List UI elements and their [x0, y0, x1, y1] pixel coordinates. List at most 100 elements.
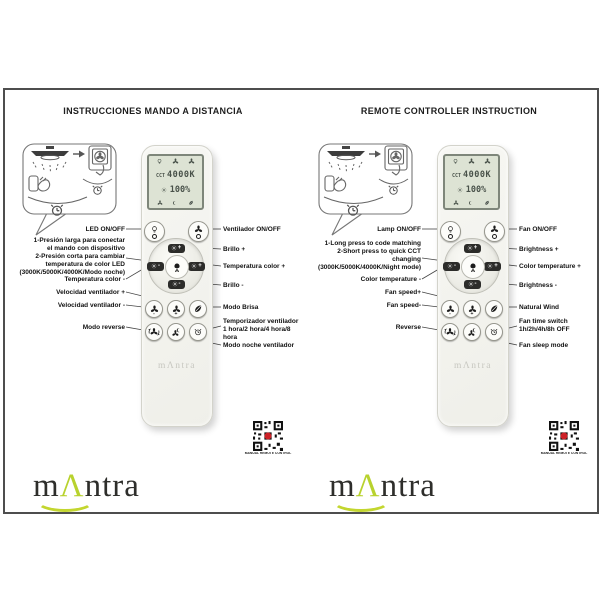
fan-icon: [453, 200, 459, 206]
lcd-cct-value: 4000K: [166, 170, 196, 180]
power-dot: [196, 233, 201, 239]
plus-sign: +: [198, 263, 202, 269]
fan-onoff-button: [484, 221, 505, 242]
breeze-mode-button: [485, 300, 503, 318]
label-brightness-minus: Brightness -: [519, 281, 557, 289]
label-fan-timer: Fan time switch 1h/2h/4h/8h OFF: [519, 317, 570, 333]
label-cct-minus: Temperatura color -: [64, 275, 125, 283]
led-onoff-button: [144, 221, 165, 242]
minus-sign: -: [454, 263, 456, 269]
fan-icon: [187, 158, 195, 164]
direction-pad: + - - +: [147, 238, 205, 294]
brightness-plus-button: +: [463, 243, 481, 253]
pairing-button: [461, 255, 485, 279]
hand-remote-icon: [28, 175, 51, 192]
arrow-icon: [369, 150, 381, 158]
brace-small: [378, 178, 409, 185]
leaf-icon: [490, 305, 498, 313]
breeze-mode-button: [189, 300, 207, 318]
lcd-cct-label: CCT: [155, 173, 165, 179]
lcd-brightness-value: 100%: [465, 185, 487, 195]
fan-moon-icon: [467, 327, 478, 338]
minus-sign: -: [158, 263, 160, 269]
remote-control: CCT 4000K 100%: [437, 145, 509, 427]
power-dot: [152, 233, 157, 239]
lcd-status-icons: [448, 200, 495, 206]
logo-arc: [36, 490, 94, 512]
leaf-icon: [485, 200, 490, 205]
lcd-brightness-value: 100%: [169, 185, 191, 195]
fan-icon: [468, 158, 475, 164]
leaf-icon: [189, 200, 194, 205]
cct-plus-button: +: [484, 261, 501, 271]
panel-title-en: REMOTE CONTROLLER INSTRUCTION: [360, 106, 538, 116]
label-fan-timer: Temporizador ventilador 1 hora/2 hora/4 …: [223, 317, 299, 341]
reverse-button: [441, 323, 459, 341]
timer-icon: [194, 328, 202, 336]
ceiling-fan-icon: [327, 146, 365, 161]
wall-switch-icon: [88, 145, 112, 176]
plus-sign: +: [177, 245, 182, 251]
cct-minus-button: -: [147, 261, 164, 271]
sun-icon: [171, 281, 178, 287]
fan-night-mode-button: [167, 323, 185, 341]
fan-moon-icon: [171, 327, 182, 338]
label-lamp-onoff: Lamp ON/OFF: [377, 225, 421, 233]
label-pairing-instructions: 1-Long press to code matching 2-Short pr…: [318, 240, 421, 271]
fan-timer-button: [485, 323, 503, 341]
panel-english: REMOTE CONTROLLER INSTRUCTION: [301, 90, 597, 512]
fan-onoff-button: [188, 221, 209, 242]
ceiling-fan-icon: [31, 146, 69, 161]
label-natural-wind: Natural Wind: [519, 303, 560, 311]
sun-icon: [447, 263, 453, 269]
label-brightness-plus: Brillo +: [223, 245, 246, 253]
label-fan-night-mode: Modo noche ventilador: [223, 341, 295, 349]
fan-reverse-icon: [444, 326, 456, 338]
qr-code-icon: [253, 421, 283, 451]
qr-code-icon: [549, 421, 579, 451]
sheet-frame: INSTRUCCIONES MANDO A DISTANCIA: [3, 88, 599, 514]
brace-small: [82, 178, 113, 185]
label-cct-minus: Color temperature -: [360, 275, 421, 283]
wall-switch-icon: [384, 145, 408, 176]
leaf-icon: [194, 305, 202, 313]
sun-icon: [487, 263, 493, 269]
lamp-icon: [448, 225, 453, 232]
logo-letters-ntra: ntra: [84, 468, 140, 504]
plus-sign: +: [470, 311, 474, 317]
cct-plus-button: +: [188, 261, 205, 271]
fan-reverse-icon: [148, 326, 160, 338]
label-fan-sleep-mode: Fan sleep mode: [519, 341, 569, 349]
fan-icon: [194, 225, 203, 233]
plus-sign: +: [473, 245, 478, 251]
label-fan-speed-plus: Velocidad ventilador +: [56, 288, 125, 296]
label-fan-onoff: Ventilador ON/OFF: [223, 225, 281, 233]
minus-sign: -: [474, 281, 477, 287]
label-reverse: Reverse: [395, 323, 421, 331]
pairing-illustration: [318, 143, 413, 236]
label-reverse: Modo reverse: [82, 323, 125, 331]
brightness-plus-button: +: [167, 243, 185, 253]
lcd-cct-value: 4000K: [462, 170, 492, 180]
qr-caption: MANUAL REMOTE CONTROL: [540, 452, 588, 456]
qr-caption: MANUAL REMOTE CONTROL: [244, 452, 292, 456]
lcd-mode-icons: [152, 158, 199, 165]
arrow-icon: [73, 150, 85, 158]
direction-pad: + - - +: [443, 238, 501, 294]
sun-icon: [457, 187, 463, 193]
lamp-icon: [158, 159, 162, 164]
remote-brand-logo: mΛntra: [453, 361, 493, 371]
sun-icon: [467, 245, 473, 251]
fan-icon: [172, 158, 179, 164]
sun-icon: [171, 245, 177, 251]
plus-sign: +: [174, 311, 178, 317]
power-dot: [492, 233, 497, 239]
cct-minus-button: -: [443, 261, 460, 271]
fan-night-mode-button: [463, 323, 481, 341]
logo-arc: [332, 490, 390, 512]
brightness-minus-button: -: [463, 279, 481, 289]
label-cct-plus: Color temperature +: [519, 262, 581, 270]
remote-lcd: CCT 4000K 100%: [443, 154, 500, 210]
mantra-logo: mΛntra: [329, 468, 436, 512]
